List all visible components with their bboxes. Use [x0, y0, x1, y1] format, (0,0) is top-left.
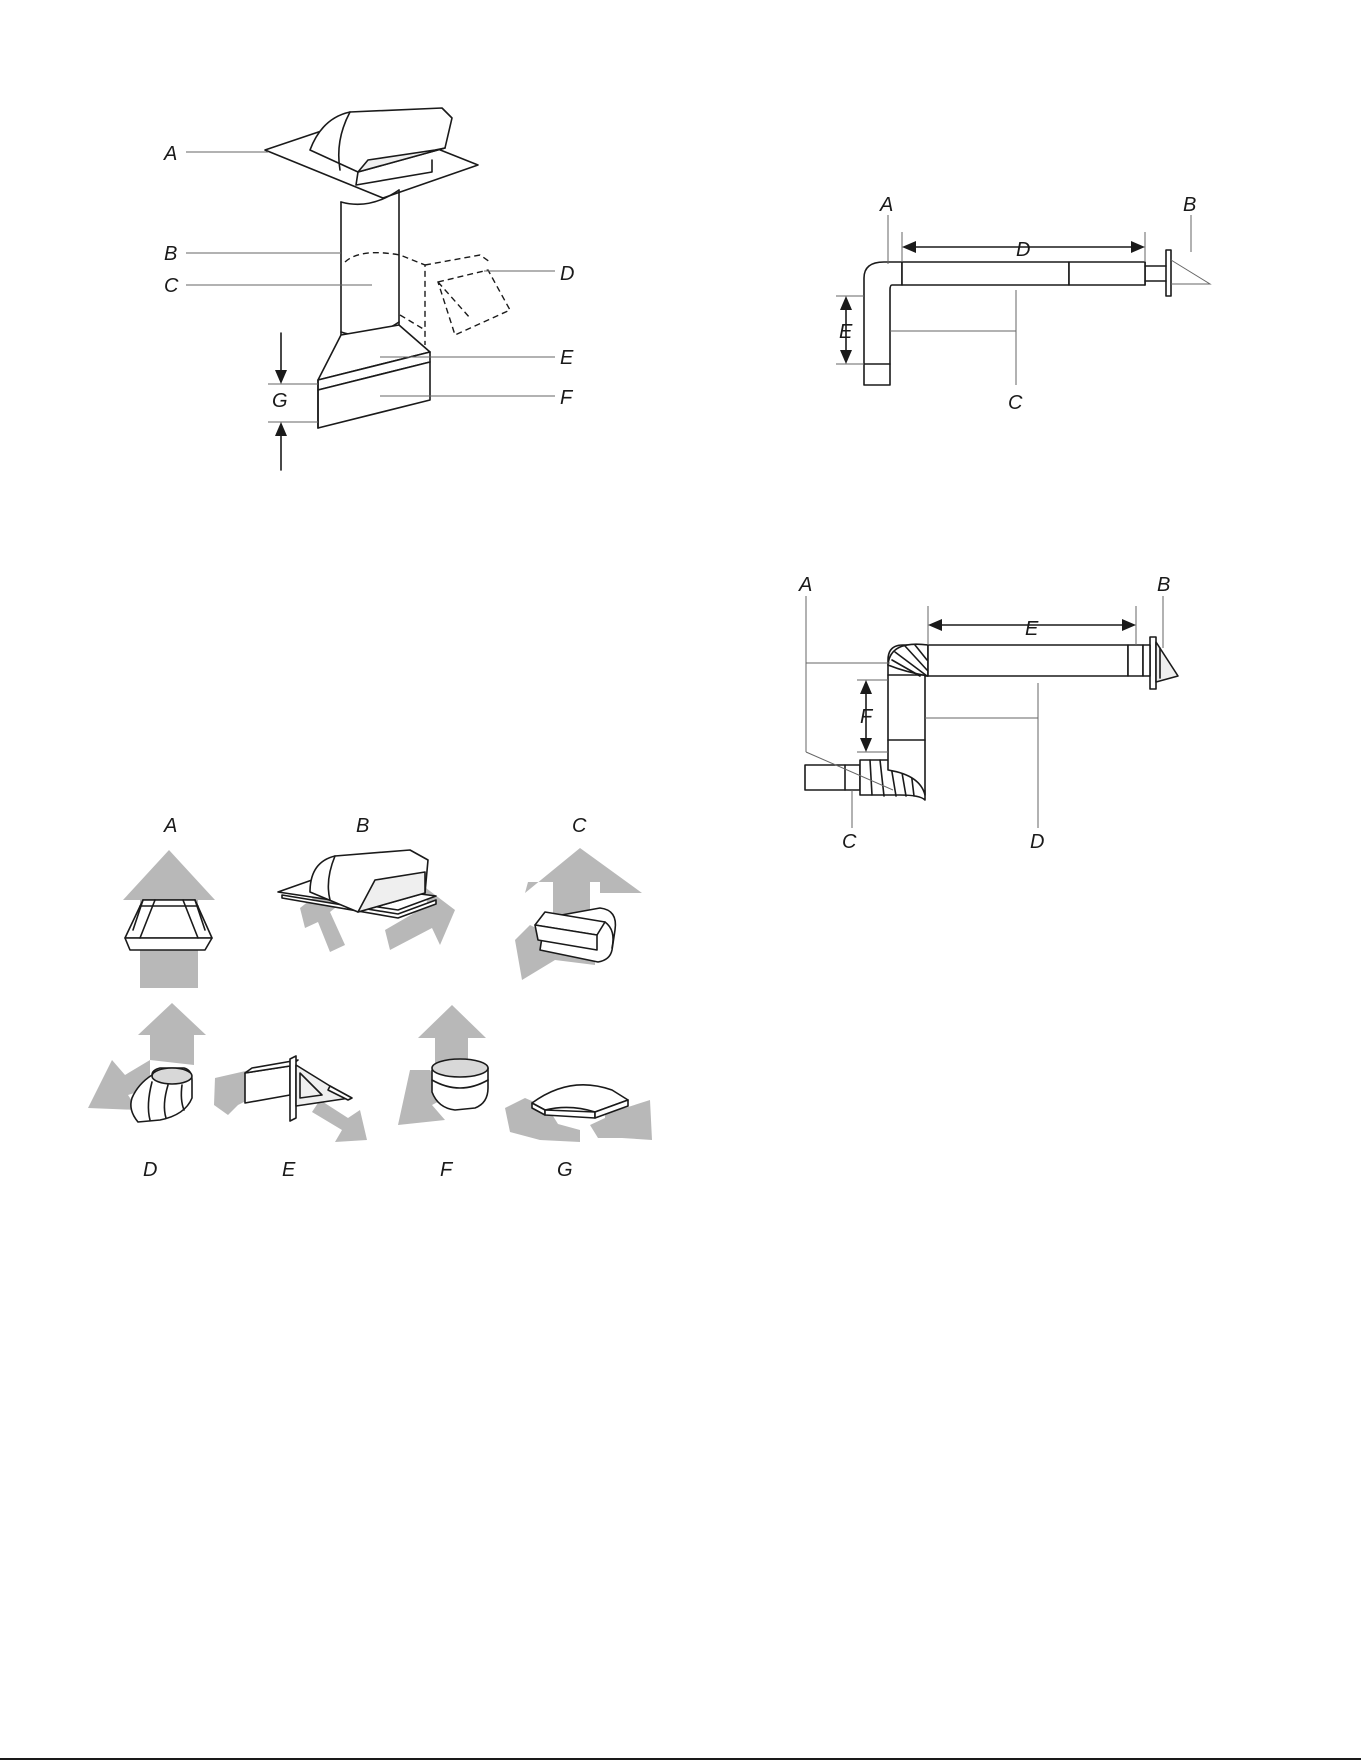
wall-horizontal-duct — [902, 262, 1069, 285]
offset-inlet-duct — [805, 765, 860, 790]
wall-label-d: D — [1016, 239, 1030, 261]
fitting-label-g: G — [557, 1159, 573, 1181]
wall-cap — [1145, 250, 1210, 296]
roof-label-b: B — [164, 243, 177, 265]
fitting-label-c: C — [572, 815, 587, 837]
offset-label-a: A — [798, 574, 812, 596]
roof-label-d: D — [560, 263, 574, 285]
offset-label-f: F — [860, 706, 874, 728]
fitting-label-a: A — [163, 815, 177, 837]
fitting-label-b: B — [356, 815, 369, 837]
roof-label-g: G — [272, 390, 288, 412]
roof-label-a: A — [163, 143, 177, 165]
fitting-d — [88, 1003, 206, 1122]
fittings-diagram: A B C D E F G — [88, 815, 652, 1181]
offset-label-b: B — [1157, 574, 1170, 596]
wall-vent-diagram: A B C D E — [836, 194, 1210, 414]
fitting-e — [214, 1056, 367, 1142]
roof-vent-diagram: A B C D E F G — [163, 108, 574, 470]
offset-wall-cap — [1143, 637, 1178, 689]
offset-horizontal-duct — [928, 645, 1128, 676]
wall-label-e: E — [839, 321, 853, 343]
wall-label-c: C — [1008, 392, 1023, 414]
offset-label-c: C — [842, 831, 857, 853]
roof-label-c: C — [164, 275, 179, 297]
duct-pipe — [341, 190, 399, 341]
offset-wall-vent-diagram: A B C D E F — [798, 574, 1178, 853]
roof-label-f: F — [560, 387, 574, 409]
wall-label-b: B — [1183, 194, 1196, 216]
fitting-c — [515, 848, 642, 980]
fitting-label-f: F — [440, 1159, 454, 1181]
roof-label-e: E — [560, 347, 574, 369]
fitting-label-e: E — [282, 1159, 296, 1181]
fitting-f — [398, 1005, 488, 1125]
wall-label-a: A — [879, 194, 893, 216]
offset-label-d: D — [1030, 831, 1044, 853]
fitting-a — [123, 850, 215, 988]
fitting-label-d: D — [143, 1159, 157, 1181]
offset-label-e: E — [1025, 618, 1039, 640]
fitting-b — [278, 850, 455, 952]
wall-vertical-duct — [864, 262, 902, 385]
fitting-g — [505, 1085, 652, 1142]
